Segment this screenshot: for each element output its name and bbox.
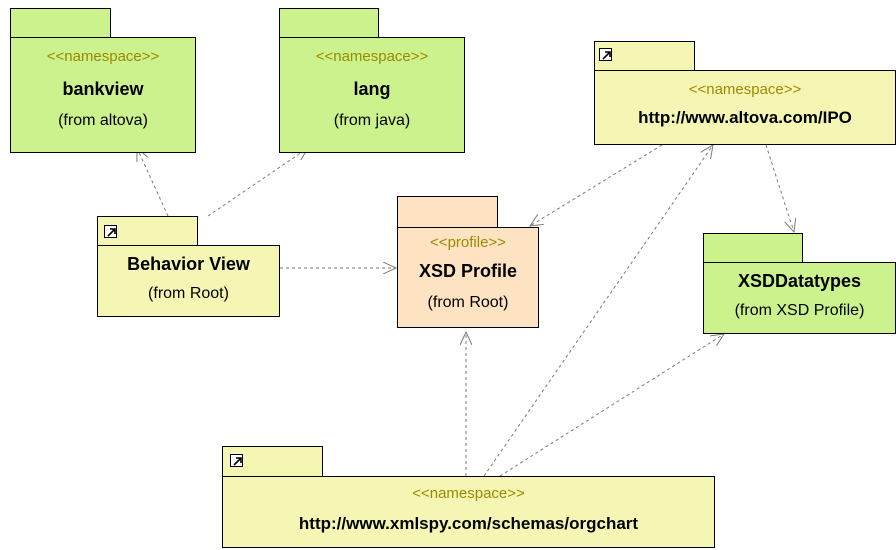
dependency-orgchart-to-ipo[interactable] [483,145,713,477]
shortcut-arrow-icon [104,225,117,238]
package-body: <<namespace>> http://www.xmlspy.com/sche… [222,476,715,548]
stereotype-label: <<namespace>> [315,48,429,65]
package-origin: (from Root) [148,285,229,302]
dependency-orgchart-to-xsddatatypes[interactable] [499,334,724,477]
package-body: <<profile>> XSD Profile (from Root) [397,227,539,328]
package-name: http://www.xmlspy.com/schemas/orgchart [298,514,639,533]
stereotype-label: <<namespace>> [46,48,160,65]
package-origin: (from Root) [427,294,509,311]
stereotype-label: <<namespace>> [688,81,802,98]
package-tab [703,233,803,263]
stereotype-label: <<namespace>> [412,485,525,502]
package-origin: (from XSD Profile) [734,302,865,319]
dependency-behavior-to-bankview[interactable] [137,148,169,217]
package-tab [10,8,111,38]
dependency-behavior-to-lang[interactable] [207,148,308,217]
package-name: Behavior View [127,254,250,274]
package-origin: (from altova) [58,112,148,129]
package-name: XSD Profile [418,261,518,281]
package-body: <<namespace>> http://www.altova.com/IPO [594,70,896,145]
shortcut-arrow-icon [599,48,612,61]
package-name: XSDDatatypes [737,271,862,291]
package-body: Behavior View (from Root) [97,245,280,317]
package-body: XSDDatatypes (from XSD Profile) [703,262,896,334]
package-name: bankview [62,79,144,99]
package-name: http://www.altova.com/IPO [638,108,852,127]
stereotype-label: <<profile>> [430,234,506,251]
package-name: lang [353,79,391,99]
package-tab [397,196,498,228]
dependency-ipo-to-xsddatatypes[interactable] [765,144,794,232]
shortcut-arrow-icon [230,454,243,467]
dependency-ipo-to-xsdprofile[interactable] [530,144,663,226]
package-body: <<namespace>> lang (from java) [279,37,465,153]
package-tab [279,8,379,38]
package-body: <<namespace>> bankview (from altova) [10,37,196,153]
package-origin: (from java) [333,112,411,129]
